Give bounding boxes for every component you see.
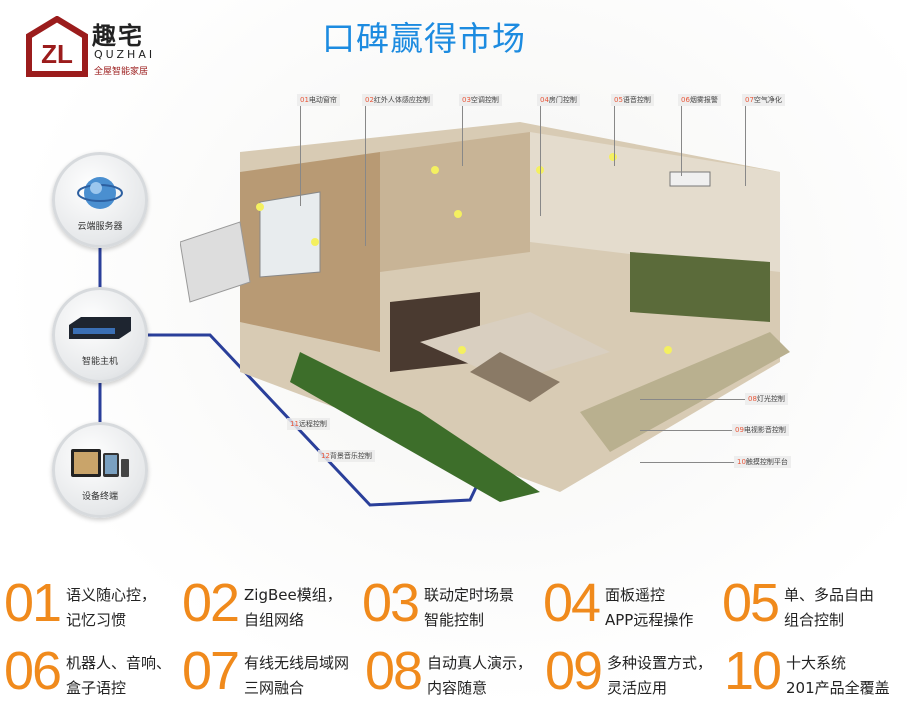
label-text: 空调控制 (470, 96, 499, 104)
label-text: 智能控制 (424, 611, 485, 629)
leader-line (745, 106, 746, 186)
label-text: 单、多品自由 (784, 586, 875, 604)
globe-server-icon (77, 176, 123, 209)
label-text: 联动定时场景 (424, 586, 515, 604)
callout-voice: 05语音控制 (611, 94, 654, 106)
callout-smoke: 06烟雾报警 (678, 94, 721, 106)
callout-door: 04房门控制 (537, 94, 580, 106)
brand-tagline: 全屋智能家居 (94, 67, 149, 77)
label-text: 记忆习惯 (66, 611, 127, 629)
label-text: 多种设置方式， (607, 654, 713, 672)
callout-lighting: 08灯光控制 (745, 393, 788, 405)
device-label: 云端服务器 (77, 222, 123, 232)
label-text: 有线无线局域网 (244, 654, 350, 672)
label-text: 07 (745, 96, 754, 104)
label-text: 04 (540, 96, 549, 104)
label-text: 11 (290, 420, 299, 428)
label-text: 电视影音控制 (743, 426, 786, 434)
label-text: 盒子语控 (66, 679, 127, 697)
device-label: 智能主机 (81, 357, 118, 367)
leader-line (614, 106, 615, 166)
label-text: 红外人体感应控制 (373, 96, 430, 104)
cloud-server-device: 云端服务器 (52, 152, 148, 248)
label-text: 12 (321, 452, 330, 460)
label-text: 语音控制 (622, 96, 651, 104)
tablet-devices-icon (71, 448, 129, 477)
leader-line (365, 106, 366, 246)
brand-name-cn: 趣宅 (92, 22, 144, 50)
label-text: 灵活应用 (607, 679, 668, 697)
brand-name-en: QUZHAI (94, 48, 156, 61)
callout-music: 12背景音乐控制 (318, 450, 375, 462)
house-logo-icon: ZL (26, 16, 88, 77)
label-text: 01 (300, 96, 309, 104)
label-text: 09 (735, 426, 744, 434)
label-text: 十大系统 (786, 654, 847, 672)
label-text: 面板遥控 (605, 586, 666, 604)
smart-house-illustration (180, 122, 790, 502)
label-text: 内容随意 (427, 679, 488, 697)
label-text: 烟雾报警 (689, 96, 718, 104)
page-title: 口碑赢得市场 (322, 19, 526, 58)
svg-text:ZL: ZL (41, 39, 73, 69)
network-switch-icon (69, 316, 131, 339)
callout-curtain: 01电动窗帘 (297, 94, 340, 106)
label-text: 背景音乐控制 (329, 452, 372, 460)
label-text: 06 (681, 96, 690, 104)
label-text: 房门控制 (548, 96, 577, 104)
terminal-device: 设备终端 (52, 422, 148, 518)
label-text: 机器人、音响、 (66, 654, 172, 672)
leader-line (681, 106, 682, 176)
label-text: 08 (748, 395, 757, 403)
brand-logo: ZL 趣宅 QUZHAI 全屋智能家居 (26, 16, 166, 80)
label-text: 自动真人演示， (427, 654, 533, 672)
callout-tv: 09电视影音控制 (732, 424, 789, 436)
label-text: 05 (614, 96, 623, 104)
callout-air: 07空气净化 (742, 94, 785, 106)
label-text: 空气净化 (753, 96, 782, 104)
label-text: 组合控制 (784, 611, 845, 629)
leader-line (462, 106, 463, 166)
label-text: 灯光控制 (756, 395, 785, 403)
label-text: 201产品全覆盖 (786, 679, 890, 697)
leader-line (640, 399, 745, 400)
leader-line (640, 462, 734, 463)
device-label: 设备终端 (81, 492, 118, 502)
callout-ac: 03空调控制 (459, 94, 502, 106)
label-text: 触摸控制平台 (745, 458, 788, 466)
label-text: 02 (365, 96, 374, 104)
label-text: 10 (737, 458, 746, 466)
callout-touch-panel: 10触摸控制平台 (734, 456, 791, 468)
callout-remote: 11远程控制 (287, 418, 330, 430)
smart-host-device: 智能主机 (52, 287, 148, 383)
callout-infrared: 02红外人体感应控制 (362, 94, 433, 106)
label-text: 三网融合 (244, 679, 305, 697)
leader-line (640, 430, 732, 431)
label-text: 电动窗帘 (308, 96, 337, 104)
leader-line (300, 106, 301, 206)
label-text: 03 (462, 96, 471, 104)
leader-line (540, 106, 541, 216)
label-text: ZigBee模组， (244, 586, 342, 604)
label-text: 远程控制 (298, 420, 327, 428)
label-text: 语义随心控， (66, 586, 157, 604)
label-text: APP远程操作 (605, 611, 694, 629)
label-text: 自组网络 (244, 611, 305, 629)
